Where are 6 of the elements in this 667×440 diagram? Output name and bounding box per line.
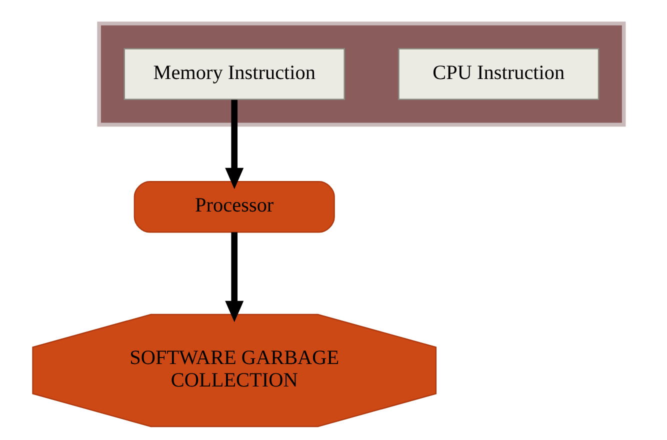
node-box: Processor [134,180,335,233]
node-box: CPU Instruction [398,48,600,100]
node-box: Memory Instruction [124,48,345,100]
arrow [225,232,244,322]
cluster [97,22,626,127]
arrow [225,100,244,190]
